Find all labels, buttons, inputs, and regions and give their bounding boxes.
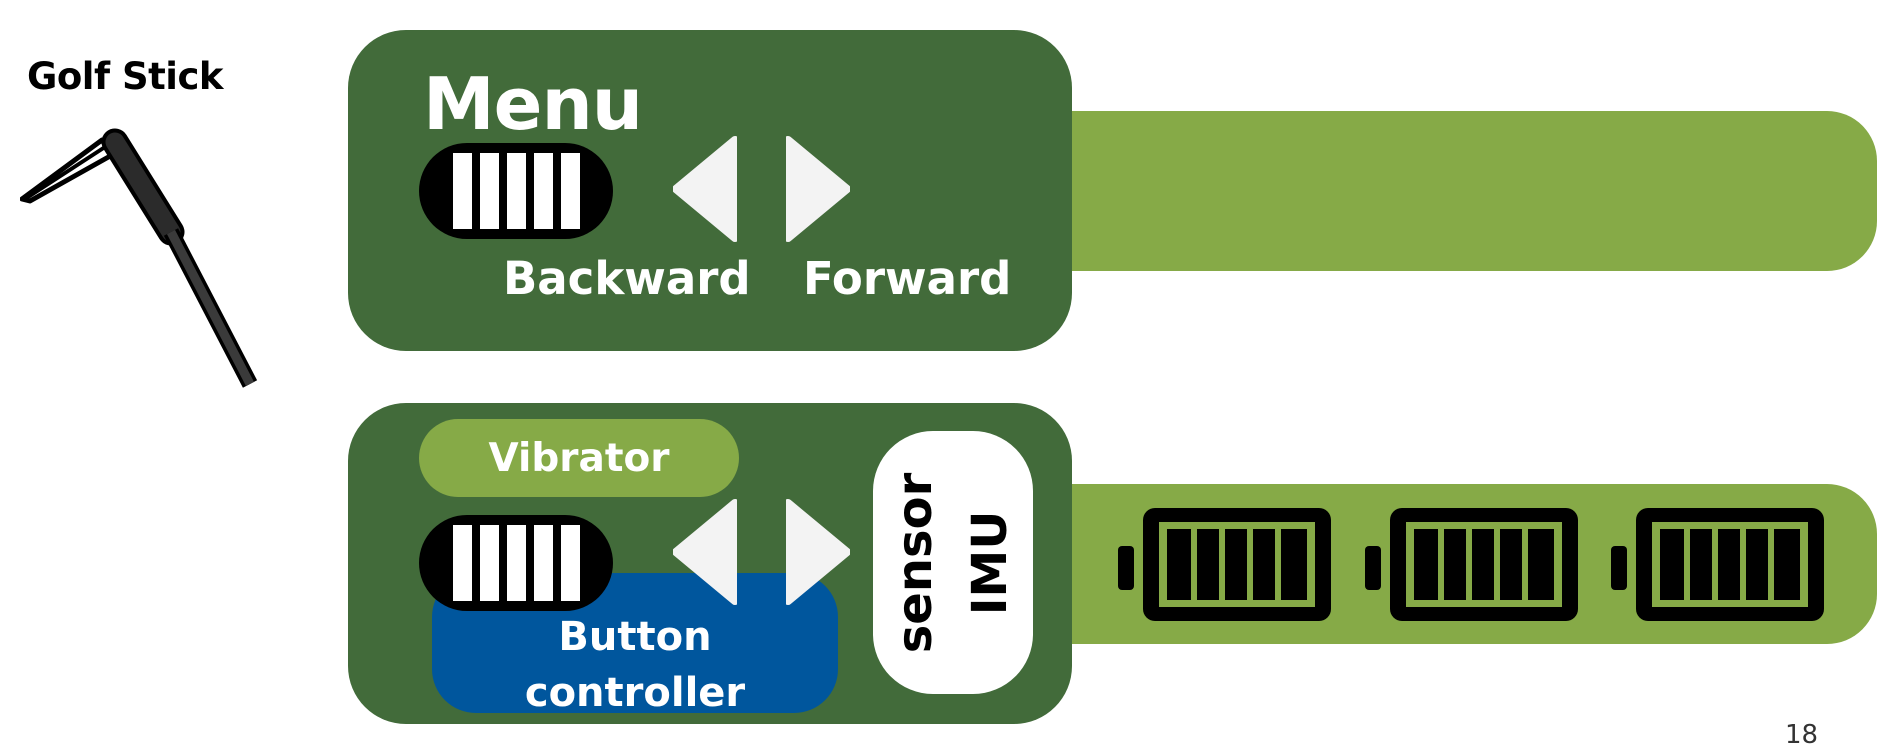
button-bar: [479, 153, 499, 229]
button-bar: [506, 153, 526, 229]
button-controller-line1: Button: [558, 614, 712, 660]
imu-sensor: sensor IMU: [873, 431, 1033, 694]
battery-icon: [1611, 508, 1824, 621]
button-bar: [452, 525, 472, 601]
backward-arrow-icon[interactable]: [673, 134, 737, 244]
button-bar: [452, 153, 472, 229]
imu-sensor-label: sensor IMU: [878, 472, 1028, 653]
golf-stick-label: Golf Stick: [27, 55, 224, 98]
imu-line1: sensor: [887, 472, 943, 653]
menu-button-icon[interactable]: [419, 143, 613, 239]
left-arrow-icon[interactable]: [673, 497, 737, 607]
button-bar: [479, 525, 499, 601]
page-number: 18: [1785, 720, 1819, 750]
button-bar: [560, 525, 580, 601]
imu-line2: IMU: [962, 510, 1018, 615]
device-button-icon[interactable]: [419, 515, 613, 611]
battery-icon: [1365, 508, 1578, 621]
button-bar: [533, 153, 553, 229]
backward-label: Backward: [503, 252, 751, 305]
vibrator-badge: Vibrator: [419, 419, 739, 497]
button-bar: [560, 153, 580, 229]
forward-label: Forward: [803, 252, 1012, 305]
button-controller-line2: controller: [524, 670, 746, 716]
menu-title: Menu: [423, 62, 643, 146]
golf-club-icon: [20, 128, 258, 388]
button-bar: [533, 525, 553, 601]
forward-arrow-icon[interactable]: [786, 134, 850, 244]
strap-top: [1070, 111, 1877, 271]
button-bar: [506, 525, 526, 601]
battery-icon: [1118, 508, 1331, 621]
right-arrow-icon[interactable]: [786, 497, 850, 607]
